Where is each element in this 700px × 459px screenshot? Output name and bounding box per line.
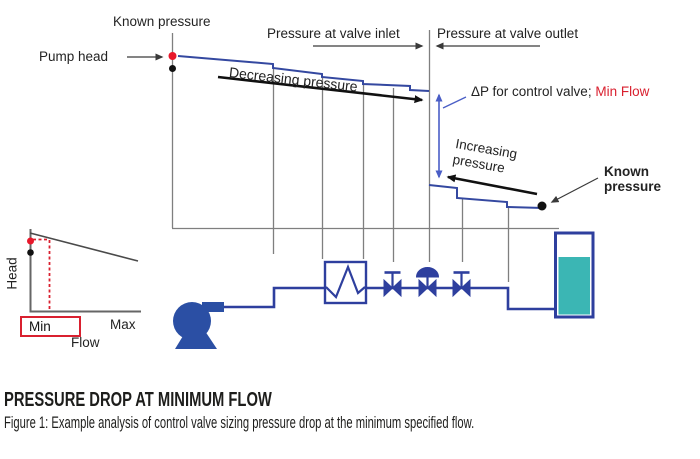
pressure-valve-inlet-label: Pressure at valve inlet bbox=[267, 26, 400, 41]
inset-pump-curve bbox=[29, 232, 139, 262]
known-right-line1: Known bbox=[604, 164, 649, 179]
heat-exchanger-icon bbox=[323, 260, 368, 305]
control-valve-icon bbox=[415, 267, 440, 298]
caption-figure-text: Figure 1: Example analysis of control va… bbox=[4, 414, 475, 432]
inset-red-dot bbox=[27, 237, 34, 245]
pump-icon bbox=[173, 302, 224, 349]
pipe-lines bbox=[222, 286, 556, 311]
caption-heading-text: PRESSURE DROP AT MINIMUM FLOW bbox=[4, 388, 272, 411]
delta-p-label: ΔP for control valve; Min Flow bbox=[471, 84, 649, 99]
downstream-pressure-profile bbox=[428, 184, 544, 209]
known-right-line2: pressure bbox=[604, 179, 662, 194]
inset-axes bbox=[29, 229, 141, 313]
inset-black-dot bbox=[27, 249, 34, 256]
diagram-canvas bbox=[27, 30, 599, 349]
caption-figure: Figure 1: Example analysis of control va… bbox=[4, 414, 695, 433]
pump-head-label: Pump head bbox=[39, 49, 109, 64]
delta-p-leader bbox=[442, 96, 467, 109]
known-pressure-top-label: Known pressure bbox=[113, 14, 211, 29]
inset-pump-curve-chart bbox=[27, 229, 141, 313]
inset-min-label: Min bbox=[29, 319, 51, 334]
tank-icon bbox=[554, 231, 595, 319]
pump-head-point-red bbox=[168, 52, 177, 60]
inset-max-label: Max bbox=[110, 317, 136, 332]
inset-xlabel-flow: Flow bbox=[71, 335, 100, 350]
known-pressure-point bbox=[537, 201, 547, 211]
pressure-valve-outlet-label: Pressure at valve outlet bbox=[437, 26, 579, 41]
inset-ylabel-head: Head bbox=[4, 257, 20, 290]
delta-p-label-min-flow: Min Flow bbox=[595, 84, 650, 99]
delta-p-label-black: ΔP for control valve; bbox=[471, 84, 592, 99]
pump-head-point-black bbox=[169, 65, 176, 72]
reference-grid-lines bbox=[171, 30, 559, 282]
inset-min-flow-dashed-lines bbox=[33, 238, 51, 310]
leader-arrows bbox=[127, 42, 599, 203]
known-pressure-right-arrow bbox=[550, 177, 599, 203]
known-pressure-right-label: Known pressure bbox=[604, 164, 661, 194]
isolation-valve-2-icon bbox=[452, 271, 471, 298]
inset-min-label-box: Min bbox=[20, 316, 81, 337]
increasing-pressure-arrow bbox=[446, 174, 538, 196]
upstream-pressure-profile bbox=[177, 55, 430, 92]
isolation-valve-1-icon bbox=[383, 271, 402, 298]
caption-heading: PRESSURE DROP AT MINIMUM FLOW bbox=[4, 388, 376, 412]
decreasing-pressure-arrow bbox=[217, 75, 424, 104]
